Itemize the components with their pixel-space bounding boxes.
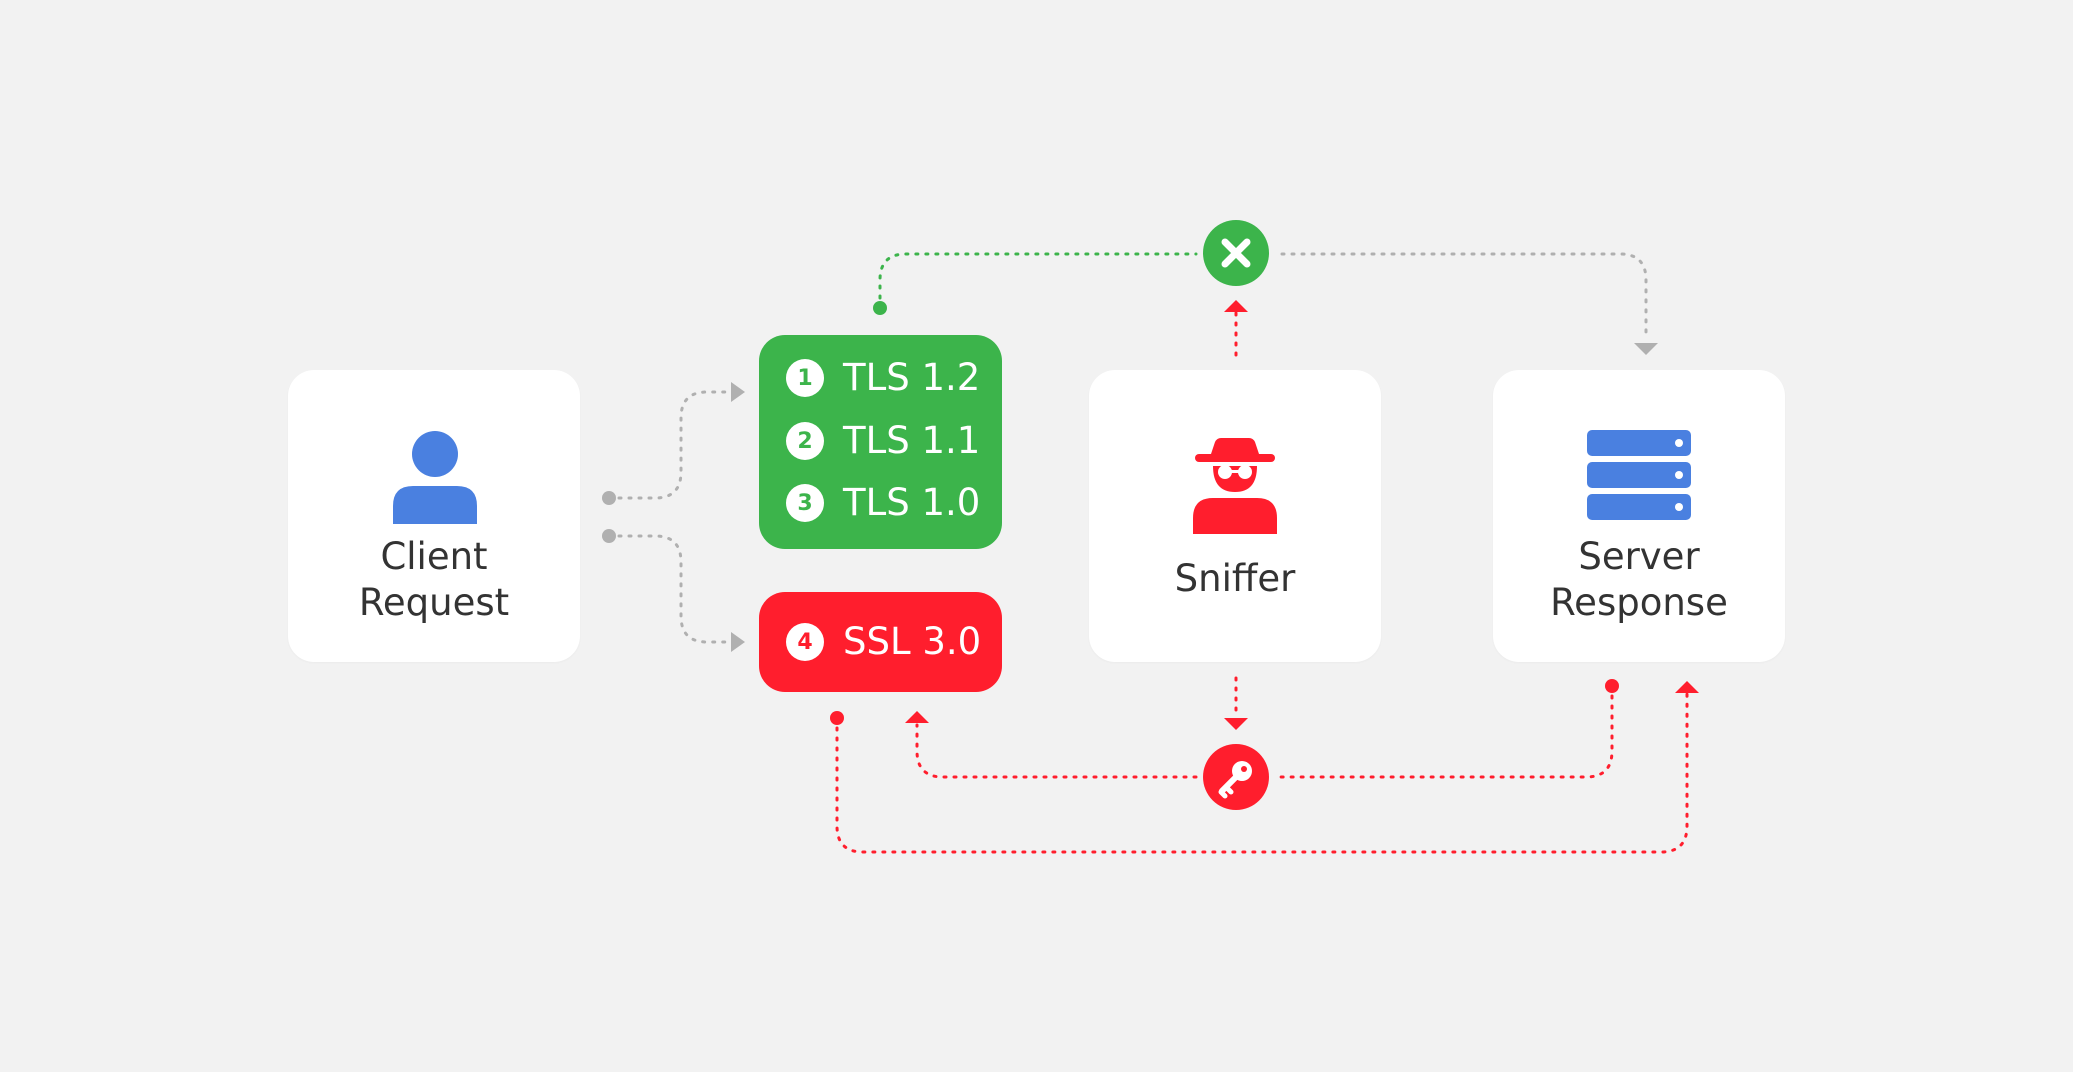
spy-icon xyxy=(1193,438,1277,534)
arrow-sniffer-up xyxy=(1224,300,1248,312)
blocked-to-server-line xyxy=(1280,252,1648,334)
tls-protocols-box: 1 TLS 1.2 2 TLS 1.1 3 TLS 1.0 xyxy=(759,335,1002,549)
tls-to-blocked-line xyxy=(878,252,1198,310)
close-icon xyxy=(1221,238,1251,268)
client-label-line1: Client xyxy=(380,535,488,578)
protocol-row: 2 TLS 1.1 xyxy=(786,421,980,461)
client-label-line2: Request xyxy=(358,581,510,624)
ssl-protocol-box: 4 SSL 3.0 xyxy=(759,592,1002,692)
key-badge xyxy=(1203,744,1269,810)
server-stack-icon xyxy=(1587,430,1691,520)
client-to-ssl-line xyxy=(607,534,727,644)
server-card: Server Response xyxy=(1493,370,1785,662)
protocol-row: 1 TLS 1.2 xyxy=(786,358,980,398)
user-icon xyxy=(393,431,477,524)
arrow-to-ssl-up xyxy=(905,711,929,723)
client-ssl-dot xyxy=(602,529,616,543)
arrow-to-server-bottom xyxy=(1675,681,1699,693)
protocol-number-badge: 2 xyxy=(786,422,824,460)
protocol-label: SSL 3.0 xyxy=(843,620,982,663)
client-tls-dot xyxy=(602,491,616,505)
protocol-label: TLS 1.2 xyxy=(843,356,981,399)
blocked-badge xyxy=(1203,220,1269,286)
ssl-bottom-dot xyxy=(830,711,844,725)
tls-top-dot xyxy=(873,301,887,315)
server-bottom-dot xyxy=(1605,679,1619,693)
protocol-label: TLS 1.1 xyxy=(843,419,981,462)
sniffer-card: Sniffer xyxy=(1089,370,1381,662)
protocol-number-badge: 4 xyxy=(786,623,824,661)
arrow-to-server-top xyxy=(1634,343,1658,355)
server-label-line1: Server xyxy=(1578,535,1700,578)
server-to-key-line xyxy=(1274,684,1614,779)
client-to-tls-line xyxy=(607,390,727,500)
arrow-to-tls xyxy=(731,382,745,402)
client-card: Client Request xyxy=(288,370,580,662)
arrow-to-ssl xyxy=(731,632,745,652)
protocol-label: TLS 1.0 xyxy=(843,481,981,524)
protocol-row: 4 SSL 3.0 xyxy=(786,622,981,662)
key-icon xyxy=(1218,761,1252,799)
protocol-number-badge: 1 xyxy=(786,359,824,397)
ssl-to-server-loop-line xyxy=(835,692,1689,854)
arrow-sniffer-down xyxy=(1224,718,1248,730)
key-to-ssl-line xyxy=(915,723,1198,779)
protocol-row: 3 TLS 1.0 xyxy=(786,483,980,523)
protocol-number-badge: 3 xyxy=(786,484,824,522)
sniffer-label: Sniffer xyxy=(1174,557,1296,600)
server-label-line2: Response xyxy=(1550,581,1728,624)
